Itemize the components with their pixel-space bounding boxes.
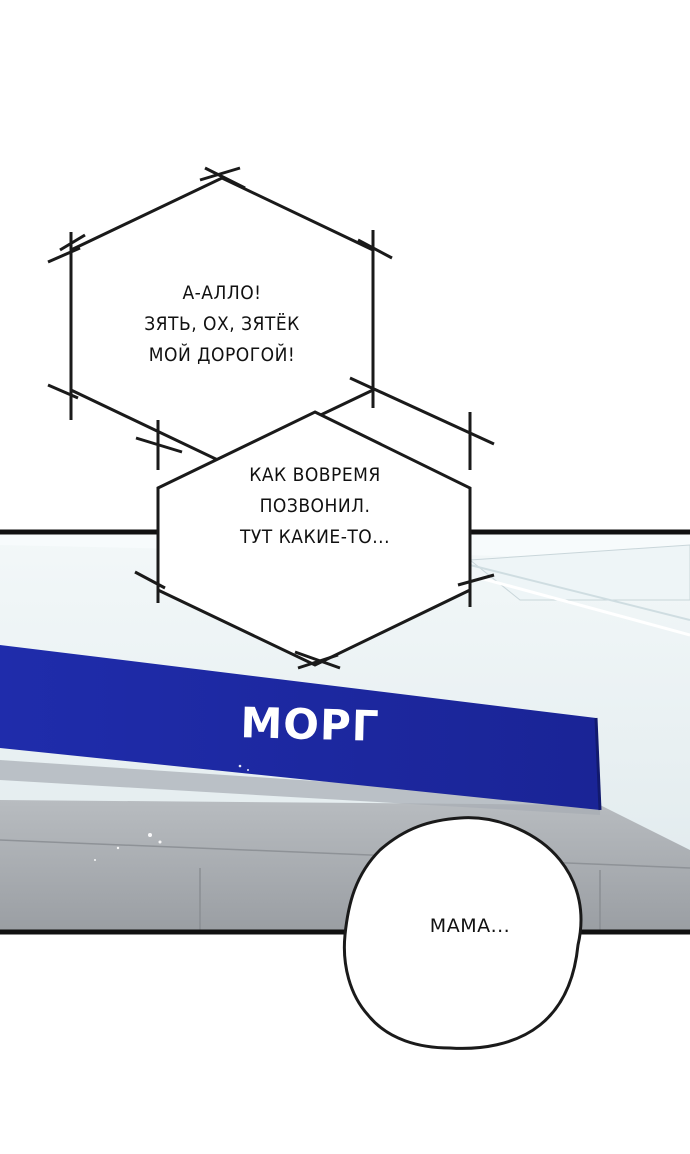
phone-bubble-2-text: КАК ВОВРЕМЯ ПОЗВОНИЛ. ТУТ КАКИЕ-ТО...	[205, 460, 425, 553]
phone-speech-bubble-2	[134, 376, 495, 670]
thought-bubble	[342, 816, 583, 1050]
phone-bubble-2-line: ПОЗВОНИЛ.	[259, 495, 371, 517]
phone-bubble-1-line: ЗЯТЬ, ОХ, ЗЯТЁК	[144, 313, 300, 335]
morgue-sign-label: МОРГ	[239, 698, 381, 751]
morgue-sign	[0, 645, 600, 810]
phone-speech-bubble-1	[47, 166, 393, 464]
phone-bubble-1-line: А-АЛЛО!	[182, 282, 262, 304]
phone-bubble-1-line: МОЙ ДОРОГОЙ!	[148, 344, 296, 366]
thought-bubble-text: МАМА...	[429, 915, 511, 937]
phone-bubble-2-line: КАК ВОВРЕМЯ	[249, 464, 381, 486]
phone-bubble-1-text: А-АЛЛО! ЗЯТЬ, ОХ, ЗЯТЁК МОЙ ДОРОГОЙ!	[112, 278, 332, 371]
phone-bubble-2-line: ТУТ КАКИЕ-ТО...	[239, 526, 391, 548]
